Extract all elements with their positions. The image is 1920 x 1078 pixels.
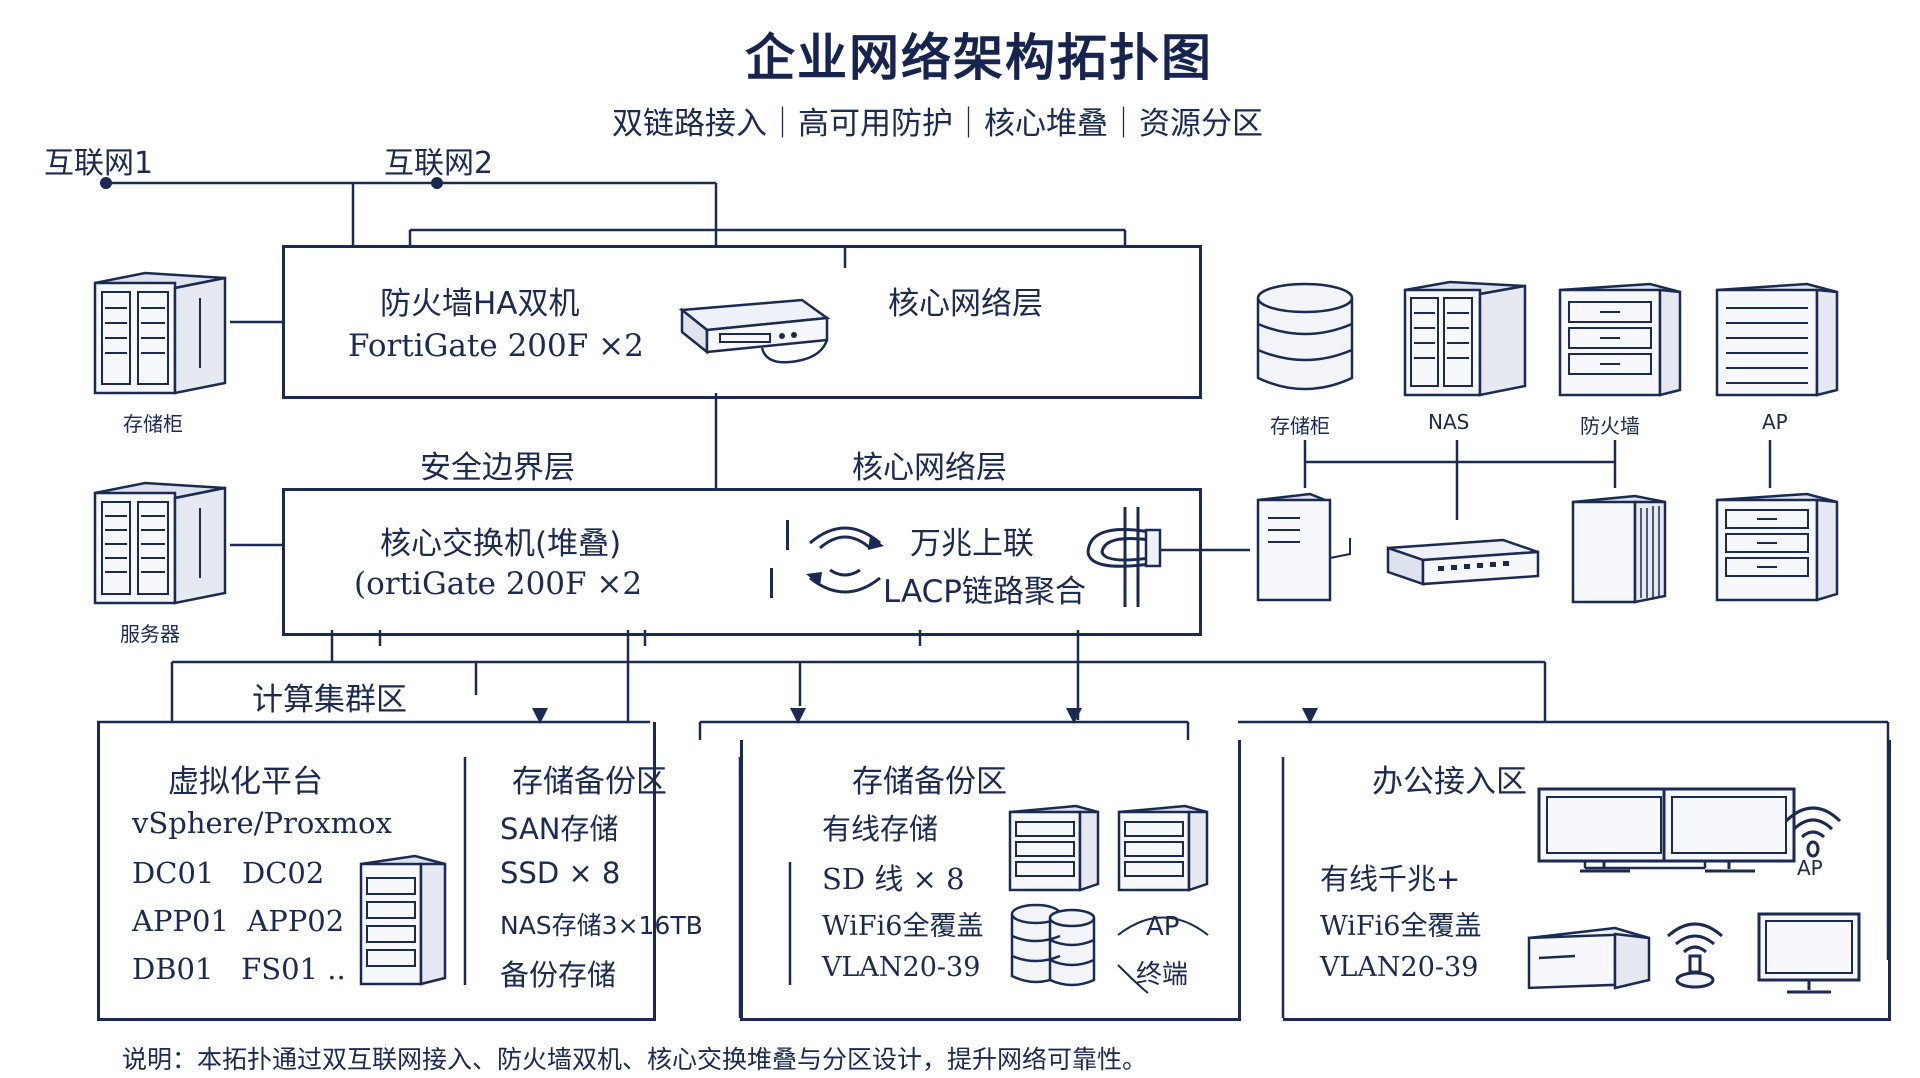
cable-bundle-icon <box>1086 507 1162 607</box>
firewall-cabinet-icon <box>1558 282 1682 397</box>
storage-shelf-icon-2 <box>1117 804 1209 892</box>
core-layer-label: 核心网络层 <box>852 450 1007 486</box>
storage-line-1: 有线存储 <box>822 812 939 846</box>
nas-rack-icon <box>1403 280 1527 397</box>
right-ap-label: AP <box>1762 410 1788 434</box>
monitor-icon-2 <box>1662 787 1796 873</box>
monitor-icon-3 <box>1757 912 1861 994</box>
left-server-label: 服务器 <box>120 622 180 646</box>
lacp-label: LACP链路聚合 <box>883 574 1086 610</box>
right-nas-label: NAS <box>1428 410 1470 434</box>
firewall-appliance-icon <box>678 298 831 364</box>
server-tower-icon <box>359 854 447 986</box>
backup-line-4: 备份存储 <box>500 958 617 992</box>
switch-device-icon <box>1386 538 1540 586</box>
compute-zone-box <box>97 722 656 1021</box>
firewall-title: 防火墙HA双机 <box>380 286 580 322</box>
mini-pc-icon <box>1527 926 1651 990</box>
storage-ap-label: AP <box>1146 912 1180 942</box>
left-storage-label: 存储柜 <box>123 412 183 436</box>
wifi-ap-icon <box>1784 806 1842 858</box>
backup-title: 存储备份区 <box>512 764 667 800</box>
right-storage-label: 存储柜 <box>1270 414 1330 438</box>
office-zone-title: 办公接入区 <box>1372 764 1527 800</box>
disk-stack-icon <box>1010 903 1096 987</box>
right-firewall-label: 防火墙 <box>1580 414 1640 438</box>
storage-line-3: WiFi6全覆盖 <box>822 911 984 942</box>
firewall-model: FortiGate 200F ×2 <box>348 328 644 364</box>
page-subtitle: 双链路接入｜高可用防护｜核心堆叠｜资源分区 <box>612 106 1263 142</box>
core-divider <box>786 520 789 550</box>
core-switch-box <box>282 488 1202 636</box>
core-switch-model: (ortiGate 200F ×2 <box>354 566 643 602</box>
footer-note: 说明：本拓扑通过双互联网接入、防火墙双机、核心交换堆叠与分区设计，提升网络可靠性… <box>122 1045 1148 1074</box>
office-line-3: VLAN20-39 <box>1320 952 1479 983</box>
storage-line-4: VLAN20-39 <box>822 952 981 983</box>
virtualization-platform: vSphere/Proxmox <box>132 806 392 840</box>
ap-cabinet-icon <box>1715 282 1839 397</box>
monitor-icon-1 <box>1537 787 1671 873</box>
virtualization-row-1: DC01 DC02 <box>132 856 325 890</box>
compute-zone-label: 计算集群区 <box>252 682 407 718</box>
database-icon <box>1256 282 1354 391</box>
sync-arrows-icon <box>806 526 884 594</box>
virtualization-title: 虚拟化平台 <box>168 764 323 800</box>
backup-line-2: SSD × 8 <box>500 856 621 890</box>
internet-2-label: 互联网2 <box>384 146 494 181</box>
storage-zone-box <box>740 740 1241 1021</box>
internet-1-label: 互联网1 <box>44 146 154 181</box>
office-line-2: WiFi6全覆盖 <box>1320 911 1482 942</box>
office-line-1: 有线千兆+ <box>1320 862 1461 896</box>
storage-terminal-label: 终端 <box>1136 960 1189 990</box>
storage-zone-title: 存储备份区 <box>852 764 1007 800</box>
virtualization-row-2: APP01 APP02 <box>132 904 345 938</box>
ap-arc-icon <box>1117 916 1209 994</box>
firewall-box <box>282 245 1202 399</box>
backup-line-1: SAN存储 <box>500 812 619 846</box>
security-layer-label: 安全边界层 <box>420 450 575 486</box>
office-ap-label: AP <box>1797 856 1823 880</box>
office-zone-box <box>1283 740 1891 1021</box>
server-rack-icon <box>93 481 227 605</box>
firewall-core-label: 核心网络层 <box>888 286 1043 322</box>
virtualization-row-3: DB01 FS01 .. <box>132 952 346 986</box>
storage-line-2: SD 线 × 8 <box>822 862 965 896</box>
storage-array-icon <box>1571 494 1667 604</box>
storage-cabinet-icon <box>93 271 227 395</box>
core-divider-2 <box>770 568 773 598</box>
tower-server-icon <box>1256 492 1351 602</box>
storage-shelf-icon-1 <box>1008 804 1100 892</box>
wifi-router-icon <box>1667 922 1723 989</box>
core-switch-title: 核心交换机(堆叠) <box>380 526 622 562</box>
page-title: 企业网络架构拓扑图 <box>745 29 1213 87</box>
uplink-label: 万兆上联 <box>910 526 1034 562</box>
backup-line-3: NAS存储3×16TB <box>500 911 703 940</box>
drawer-cabinet-icon <box>1715 492 1839 602</box>
